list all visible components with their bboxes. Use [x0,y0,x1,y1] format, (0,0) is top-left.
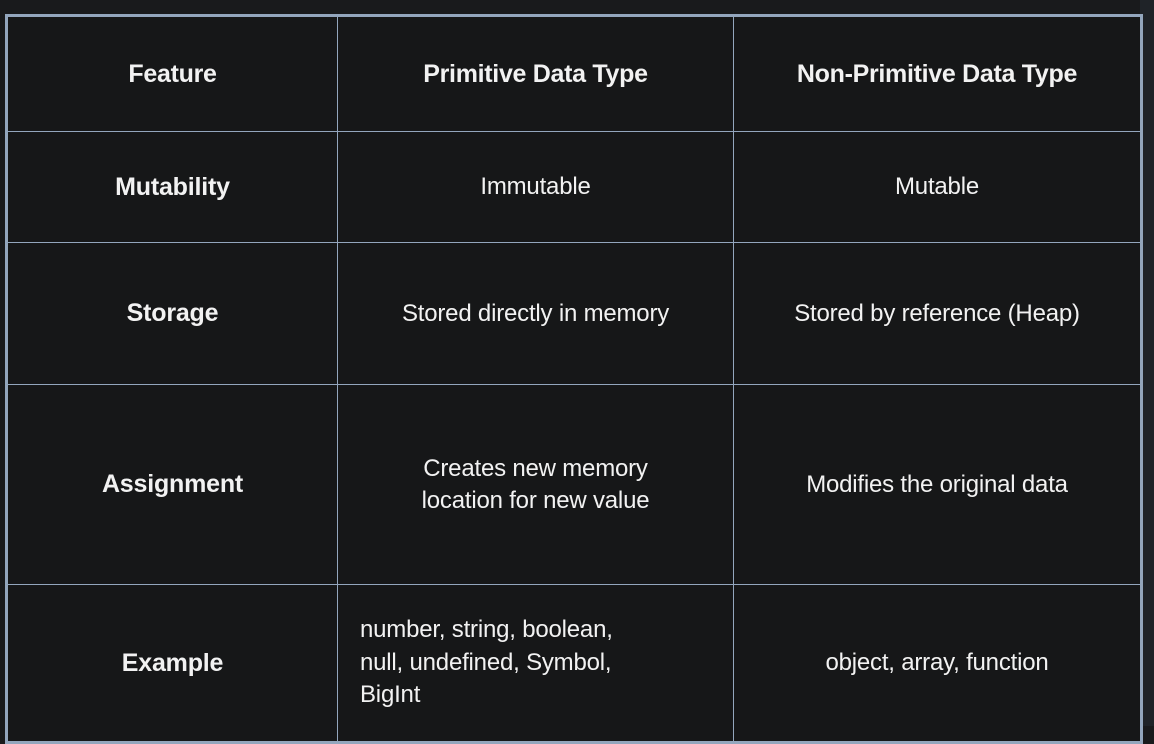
table-row: Storage Stored directly in memory Stored… [6,242,1142,385]
cell-text-line: number, string, boolean, [360,616,613,644]
table-row: Assignment Creates new memory location f… [6,384,1142,585]
column-header-non-primitive-data-type: Non-Primitive Data Type [733,15,1142,132]
table-row: Mutability Immutable Mutable [6,131,1142,243]
cell-text-line: null, undefined, Symbol, [360,648,612,676]
table-row: Example number, string, boolean, null, u… [6,584,1142,743]
comparison-table-container: Feature Primitive Data Type Non-Primitiv… [5,14,1143,744]
column-header-feature: Feature [6,15,338,132]
cell-storage-primitive: Stored directly in memory [337,242,734,385]
comparison-table: Feature Primitive Data Type Non-Primitiv… [5,14,1143,744]
cell-example-non-primitive: object, array, function [733,584,1142,743]
cell-text-line: BigInt [360,681,421,709]
cell-mutability-primitive: Immutable [337,131,734,243]
cell-text-line: location for new value [421,486,650,514]
cell-mutability-non-primitive: Mutable [733,131,1142,243]
cell-example-primitive: number, string, boolean, null, undefined… [337,584,734,743]
row-label-example: Example [6,584,338,743]
cell-assignment-primitive: Creates new memory location for new valu… [337,384,734,585]
cell-storage-non-primitive: Stored by reference (Heap) [733,242,1142,385]
table-header: Feature Primitive Data Type Non-Primitiv… [6,15,1142,132]
row-label-assignment: Assignment [6,384,338,585]
table-header-row: Feature Primitive Data Type Non-Primitiv… [6,15,1142,132]
cell-text-line: Creates new memory [423,454,648,482]
row-label-storage: Storage [6,242,338,385]
column-header-primitive-data-type: Primitive Data Type [337,15,734,132]
cell-assignment-non-primitive: Modifies the original data [733,384,1142,585]
table-body: Mutability Immutable Mutable Storage Sto… [6,131,1142,743]
row-label-mutability: Mutability [6,131,338,243]
